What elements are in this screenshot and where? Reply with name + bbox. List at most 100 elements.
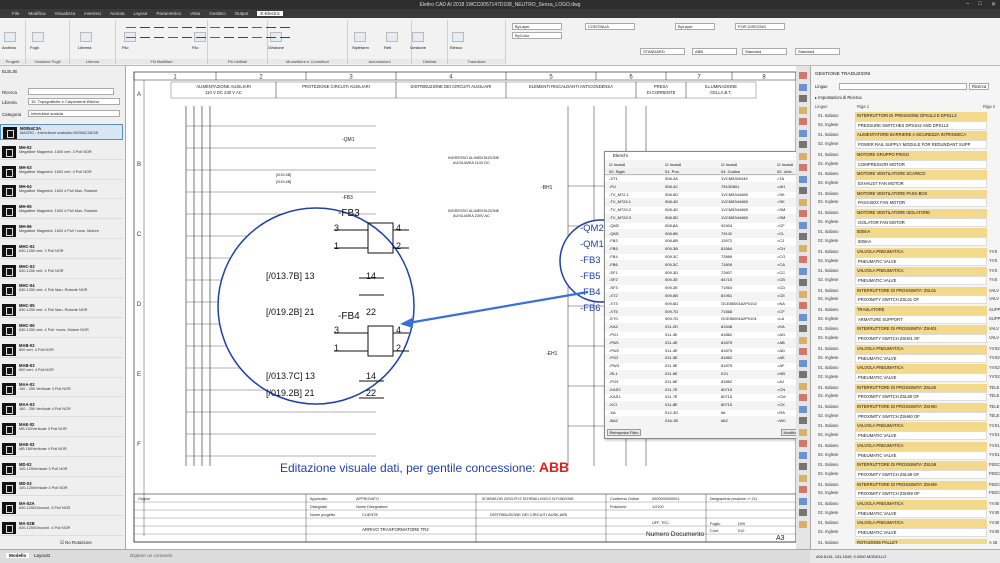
text-en[interactable]: PNEUMATIC VALVE: [855, 373, 987, 382]
ribbon-tool-icon[interactable]: [252, 32, 262, 38]
text-en[interactable]: PROXIMITY SWITCH ZSL01 OF: [855, 295, 987, 305]
text-en[interactable]: 500mA: [855, 237, 987, 247]
text-it[interactable]: MOTORE VENTILATORE PASS-BOX: [855, 189, 987, 199]
text-en[interactable]: ISOLATOR FAN MOTOR: [855, 217, 987, 227]
text-it[interactable]: VALVOLA PNEUMATICA: [855, 422, 987, 432]
text-en[interactable]: PNEUMATIC VALVE: [855, 528, 987, 538]
text-en[interactable]: PNEUMATIC VALVE: [855, 450, 987, 460]
ribbon-tool-icon[interactable]: [252, 22, 262, 28]
ribbon-tool-icon[interactable]: [238, 32, 248, 38]
text-en[interactable]: ARMATURE SUPPORT: [855, 314, 987, 324]
ribbon-tool-icon[interactable]: [266, 22, 276, 28]
text-it[interactable]: INTERRUTTORI DI PRESSIONE DPS1L2 E DPS1L…: [855, 112, 987, 121]
col-ubic[interactable]: 02. Ubic.: [777, 169, 793, 174]
ribbon-tool-icon[interactable]: [280, 32, 290, 38]
ribbon-tool-icon[interactable]: [196, 32, 206, 38]
include-filter[interactable]: ☑ Includi: [721, 162, 738, 167]
text-en[interactable]: PROXIMITY SWITCH ZSL60 OF: [855, 392, 987, 402]
tool-icon[interactable]: [799, 509, 807, 516]
menu-item[interactable]: Annota: [109, 11, 125, 16]
text-it[interactable]: VALVOLA PNEUMATICA: [855, 267, 987, 277]
menu-item[interactable]: Visualizza: [54, 11, 76, 16]
text-it[interactable]: VALVOLA PNEUMATICA: [855, 344, 987, 354]
text-it[interactable]: VALVOLA PNEUMATICA: [855, 364, 987, 374]
tool-icon[interactable]: [799, 279, 807, 286]
ribbon-tool-icon[interactable]: [210, 32, 220, 38]
no-rotation-checkbox[interactable]: ☑ No Rotazione: [60, 540, 92, 545]
col-codice[interactable]: 04. Codice: [721, 169, 741, 174]
tool-icon[interactable]: [799, 129, 807, 137]
text-en[interactable]: PNEUMATIC VALVE: [855, 431, 987, 441]
text-it[interactable]: VALVOLA PNEUMATICA: [855, 519, 987, 529]
text-en[interactable]: EXHAUST FAN MOTOR: [855, 179, 987, 188]
tool-icon[interactable]: [799, 497, 807, 505]
tool-icon[interactable]: [799, 187, 807, 194]
layer-combo[interactable]: ByLayer: [512, 23, 562, 30]
ribbon-button[interactable]: [452, 32, 464, 42]
ribbon-tool-icon[interactable]: [182, 32, 192, 38]
tool-icon[interactable]: [799, 417, 807, 424]
translations-search-button[interactable]: Ricerca: [969, 83, 990, 90]
text-it[interactable]: MOTORE GRUPPO FRIGO: [855, 150, 987, 160]
close-icon[interactable]: ✕: [990, 2, 996, 8]
style1-combo[interactable]: STANDARD: [640, 48, 685, 55]
ribbon-button[interactable]: [386, 32, 398, 42]
menu-item[interactable]: Inserisci: [84, 11, 101, 16]
ribbon-tool-icon[interactable]: [154, 32, 164, 38]
tool-icon[interactable]: [799, 348, 807, 355]
linetype-combo[interactable]: CONTINUA: [585, 23, 635, 30]
tool-icon[interactable]: [799, 95, 807, 102]
text-it[interactable]: VALVOLA PNEUMATICA: [855, 500, 987, 509]
text-it[interactable]: ROTAZIONE PALLET: [855, 538, 987, 544]
tool-icon[interactable]: [799, 520, 807, 528]
tool-icon[interactable]: [799, 336, 807, 344]
menu-item[interactable]: E-Electric: [257, 11, 284, 16]
tool-icon[interactable]: [799, 371, 807, 378]
menu-item[interactable]: Layout: [133, 11, 148, 16]
color-combo[interactable]: ByColor: [512, 32, 562, 39]
text-en[interactable]: PASS-BOX FAN MOTOR: [855, 198, 987, 208]
tool-icon[interactable]: [799, 164, 807, 171]
tool-icon[interactable]: [799, 394, 807, 401]
tab-layout1[interactable]: Layout1: [34, 553, 51, 558]
menu-item[interactable]: Output: [234, 11, 249, 16]
tool-icon[interactable]: [799, 486, 807, 493]
tool-icon[interactable]: [799, 313, 807, 321]
tool-icon[interactable]: [799, 405, 807, 413]
